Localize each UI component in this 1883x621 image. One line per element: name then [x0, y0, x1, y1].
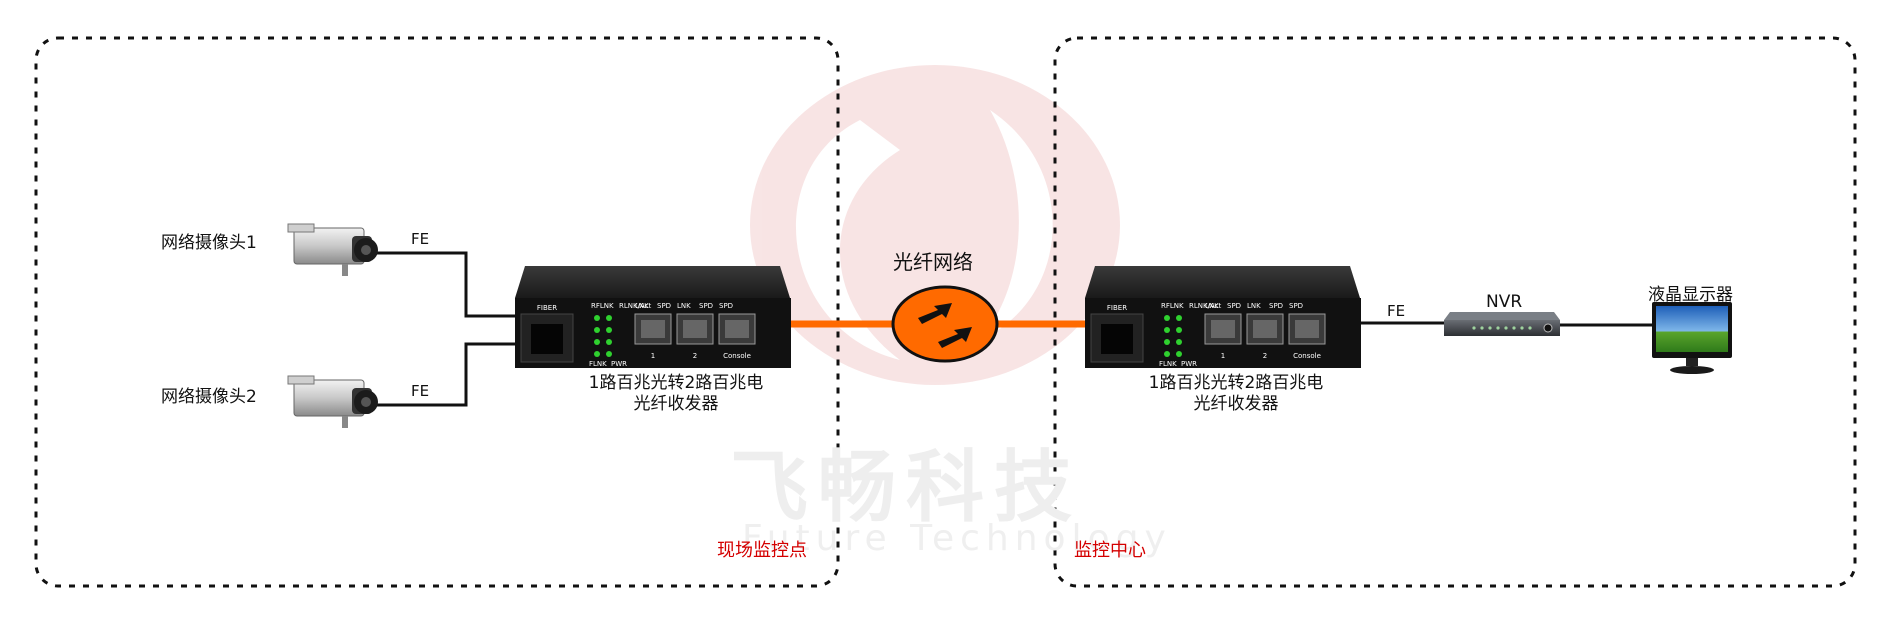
- camera-1-icon: [287, 223, 378, 276]
- pwr-label: PWR: [611, 360, 627, 368]
- spd-label: SPD: [719, 302, 733, 310]
- rlnk-label: RLNK/Act: [1189, 302, 1221, 310]
- camera-1-link-label: FE: [411, 230, 430, 248]
- converter-caption-line2: 光纤收发器: [1193, 394, 1279, 414]
- camera-1-label: 网络摄像头1: [161, 233, 257, 253]
- fiber-network-icon: [891, 285, 999, 363]
- converter-caption-line2: 光纤收发器: [633, 394, 719, 414]
- camera-2-label: 网络摄像头2: [161, 387, 257, 407]
- converter-caption-line1: 1路百兆光转2路百兆电: [588, 373, 764, 393]
- nvr-label: NVR: [1486, 292, 1523, 312]
- spd-label: SPD: [699, 302, 713, 310]
- converter-caption-line1: 1路百兆光转2路百兆电: [1148, 373, 1324, 393]
- camera-2-icon: [287, 375, 378, 428]
- lnk-label: LNK: [677, 302, 691, 310]
- spd-label: SPD: [657, 302, 671, 310]
- flnk-label: FLNK: [589, 360, 607, 368]
- nvr-icon: [1444, 312, 1560, 336]
- lnk-label: LNK: [1247, 302, 1261, 310]
- port-2-label: 2: [1263, 352, 1267, 360]
- fiber-network-label: 光纤网络: [893, 250, 973, 274]
- converter-right-caption: 1路百兆光转2路百兆电 光纤收发器: [1116, 373, 1356, 415]
- port-1-label: 1: [1221, 352, 1225, 360]
- fiber-port-label: FIBER: [1107, 304, 1127, 312]
- nvr-link-label: FE: [1387, 302, 1406, 320]
- monitor-label: 液晶显示器: [1648, 285, 1733, 305]
- center-zone-border: [1053, 36, 1857, 588]
- watermark-subtitle: Future Technology: [742, 518, 1172, 559]
- ethernet-cables: [374, 251, 1652, 407]
- flnk-label: FLNK: [1159, 360, 1177, 368]
- site-zone-border: [34, 36, 840, 588]
- watermark-title: 飞畅科技: [730, 443, 1083, 533]
- rflnk-label: RFLNK: [591, 302, 614, 310]
- site-zone-label: 现场监控点: [717, 540, 807, 561]
- spd-label: SPD: [1227, 302, 1241, 310]
- monitor-icon: [1652, 302, 1732, 374]
- port-2-label: 2: [693, 352, 697, 360]
- center-zone-label: 监控中心: [1074, 540, 1146, 561]
- pwr-label: PWR: [1181, 360, 1197, 368]
- rflnk-label: RFLNK: [1161, 302, 1184, 310]
- spd-label: SPD: [1269, 302, 1283, 310]
- spd-label: SPD: [1289, 302, 1303, 310]
- console-label: Console: [1293, 352, 1321, 360]
- media-converter-right: FIBER RFLNK RLNK/Act FLNK PWR LNK SPD LN…: [1085, 266, 1361, 368]
- console-label: Console: [723, 352, 751, 360]
- lnk-label: LNK: [635, 302, 649, 310]
- port-1-label: 1: [651, 352, 655, 360]
- camera-2-link-label: FE: [411, 382, 430, 400]
- lnk-label: LNK: [1205, 302, 1219, 310]
- fiber-port-label: FIBER: [537, 304, 557, 312]
- rlnk-label: RLNK/Act: [619, 302, 651, 310]
- watermark-logo: [750, 65, 1120, 385]
- converter-left-caption: 1路百兆光转2路百兆电 光纤收发器: [556, 373, 796, 415]
- media-converter-left: FIBER RFLNK RLNK/Act FLNK PWR LNK SPD LN…: [515, 266, 791, 368]
